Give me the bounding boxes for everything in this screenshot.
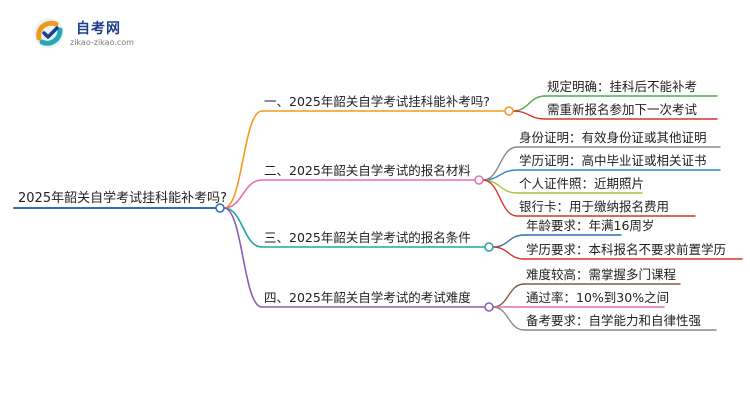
connector-curve [492,234,525,248]
connector-node-dot [474,175,484,185]
leaf-difficulty-high[interactable]: 难度较高：需掌握多门课程 [526,267,677,282]
connector-curve [492,246,525,260]
logo-title: 自考网 [76,21,121,37]
connector-node-dot [504,106,514,116]
connector-curve [482,179,518,217]
connector-curve [492,283,525,308]
connector-node-dot [215,203,225,213]
branch-4-exam-difficulty[interactable]: 四、2025年韶关自学考试的考试难度 [264,290,471,305]
leaf-education-proof[interactable]: 学历证明：高中毕业证或相关证书 [519,153,707,168]
branch-2-application-materials[interactable]: 二、2025年韶关自学考试的报名材料 [264,163,471,178]
connector-curve [223,207,263,308]
connector-curve [223,207,263,248]
connector-curve [512,110,546,120]
connector-curve [492,306,525,331]
branch-3-application-requirements[interactable]: 三、2025年韶关自学考试的报名条件 [264,230,471,245]
leaf-pass-rate[interactable]: 通过率：10%到30%之间 [526,290,670,305]
connector-curve [223,179,263,209]
logo-mark-icon [34,18,64,48]
connector-curve [223,110,263,209]
connector-curve [512,95,546,112]
leaf-education-requirement[interactable]: 学历要求：本科报名不要求前置学历 [526,242,727,257]
leaf-id-proof[interactable]: 身份证明：有效身份证或其他证明 [519,130,707,145]
logo-subtitle: zikao-zikao.com [70,38,134,47]
leaf-study-requirement[interactable]: 备考要求：自学能力和自律性强 [526,313,702,328]
leaf-bank-card[interactable]: 银行卡：用于缴纳报名费用 [519,199,670,214]
connector-node-dot [484,242,494,252]
mindmap-root[interactable]: 2025年韶关自学考试挂科能补考吗? [18,191,227,206]
leaf-id-photo[interactable]: 个人证件照：近期照片 [519,176,645,191]
leaf-rule-no-retake[interactable]: 规定明确：挂科后不能补考 [547,79,698,94]
branch-1-retake-question[interactable]: 一、2025年韶关自学考试挂科能补考吗? [264,94,490,109]
connector-node-dot [484,302,494,312]
leaf-register-next-exam[interactable]: 需重新报名参加下一次考试 [547,102,698,117]
leaf-age-requirement[interactable]: 年龄要求：年满16周岁 [526,218,655,233]
